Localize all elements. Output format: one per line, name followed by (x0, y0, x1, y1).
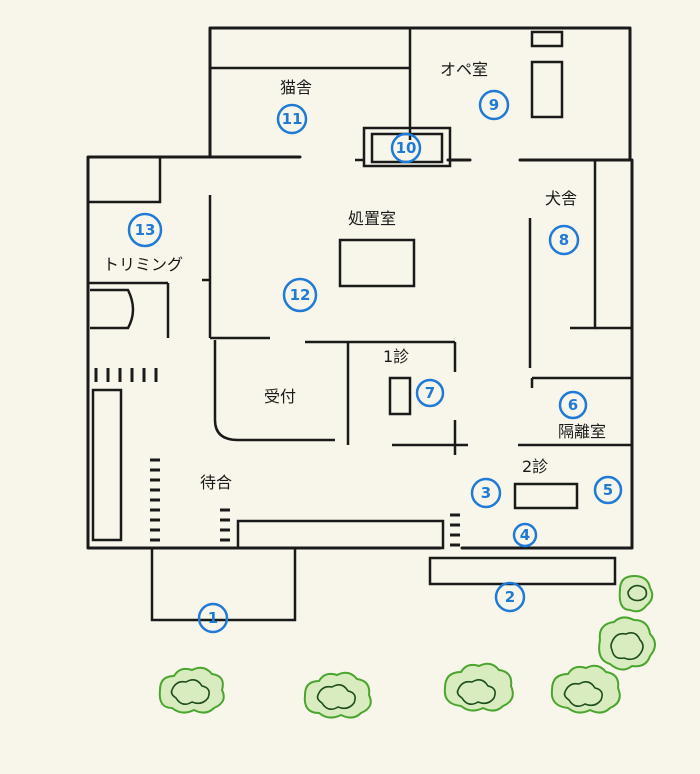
room-labels: 猫舎 オペ室 処置室 犬舎 トリミング 1診 受付 隔離室 2診 待合 (103, 60, 606, 492)
room-label-treatment-room: 処置室 (348, 209, 396, 228)
svg-text:12: 12 (290, 286, 311, 304)
marker-6: 6 (558, 390, 588, 420)
bushes (158, 574, 656, 719)
svg-text:10: 10 (396, 139, 417, 157)
svg-text:11: 11 (282, 110, 303, 128)
marker-11: 11 (276, 103, 308, 135)
svg-text:7: 7 (425, 384, 435, 402)
svg-text:2: 2 (505, 588, 515, 606)
svg-text:4: 4 (520, 526, 530, 544)
bush-icon (550, 664, 621, 714)
room-label-waiting-area: 待合 (200, 473, 232, 492)
room-label-trimming: トリミング (103, 255, 183, 274)
marker-13: 13 (127, 212, 163, 248)
outer-walls (86, 26, 634, 550)
svg-text:1: 1 (208, 609, 218, 627)
marker-9: 9 (478, 89, 510, 121)
room-label-cat-ward: 猫舎 (280, 78, 312, 97)
marker-8: 8 (548, 224, 580, 256)
marker-2: 2 (494, 581, 526, 613)
room-label-isolation-room: 隔離室 (558, 422, 606, 441)
svg-text:3: 3 (481, 484, 491, 502)
marker-1: 1 (197, 602, 229, 634)
marker-3: 3 (470, 477, 502, 509)
room-label-reception: 受付 (264, 387, 296, 406)
interior-walls (88, 28, 632, 542)
marker-12: 12 (282, 277, 318, 313)
room-label-dog-ward: 犬舎 (545, 189, 577, 208)
svg-text:8: 8 (559, 231, 569, 249)
marker-4: 4 (512, 522, 538, 548)
svg-text:13: 13 (135, 221, 156, 239)
step-marks (94, 368, 460, 547)
bush-icon (303, 671, 372, 719)
marker-7: 7 (415, 378, 445, 408)
bush-icon (598, 616, 656, 671)
svg-text:9: 9 (489, 96, 499, 114)
room-label-exam-room-2: 2診 (522, 457, 548, 476)
room-label-exam-room-1: 1診 (383, 347, 409, 366)
svg-text:6: 6 (568, 396, 578, 414)
bush-icon (158, 666, 225, 714)
bush-icon (618, 574, 654, 613)
marker-5: 5 (593, 475, 623, 505)
svg-text:5: 5 (603, 481, 613, 499)
marker-10: 10 (390, 132, 422, 164)
room-label-operating-room: オペ室 (440, 60, 488, 79)
markers: 1 2 3 4 5 6 7 8 9 10 11 12 13 (127, 89, 623, 634)
bush-icon (443, 662, 514, 712)
